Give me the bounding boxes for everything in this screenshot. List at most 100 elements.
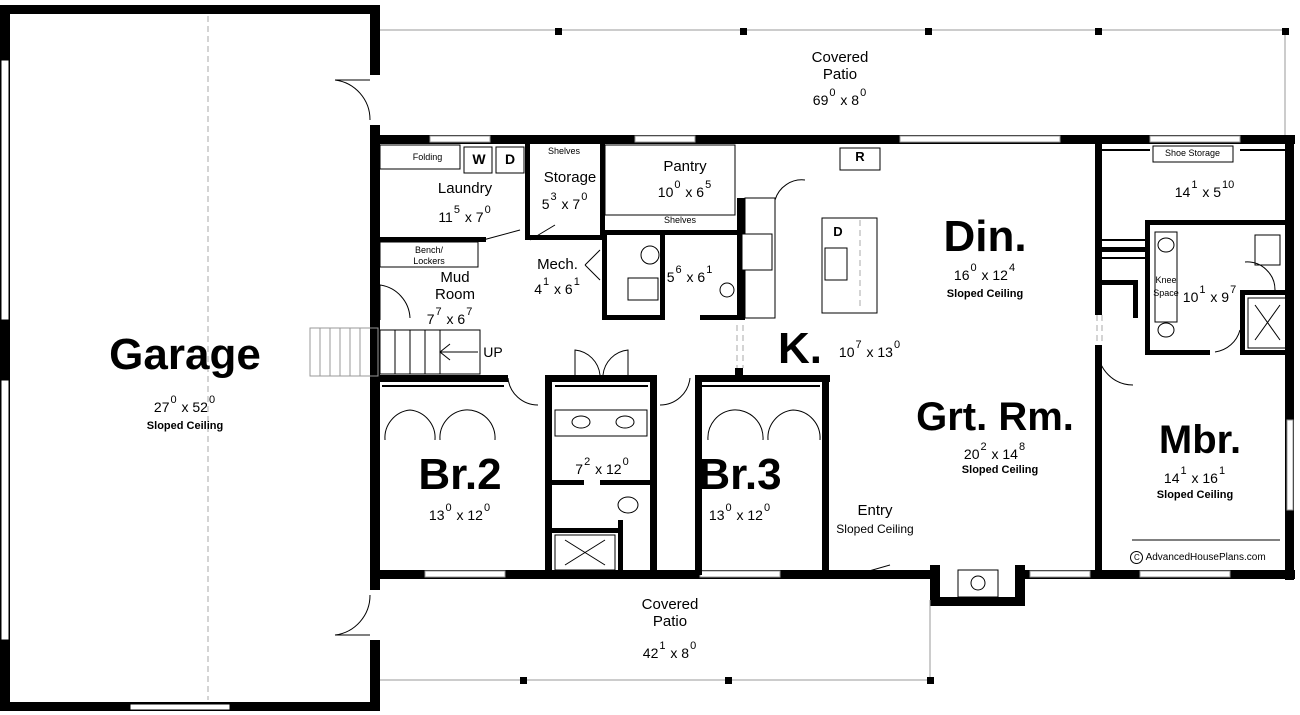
garage-ceiling-note: Sloped Ceiling: [146, 420, 224, 432]
great-room-dimensions: 202 x 148: [963, 441, 1026, 462]
folding-label: Folding: [412, 152, 443, 162]
bedroom-3-depth: 12: [747, 507, 763, 523]
mech-dimensions: 41 x 61: [534, 276, 580, 297]
master-bath-width-in: 1: [1199, 284, 1206, 296]
garage-width: 27: [153, 399, 170, 415]
master-bath-depth: 9: [1221, 289, 1230, 305]
bedroom-2-width: 13: [428, 507, 445, 523]
bench-label-1: Bench/: [414, 245, 444, 255]
dining-label: Din.: [943, 212, 1027, 261]
kitchen-depth-in: 0: [893, 339, 901, 351]
bedroom-2-dimensions: 130 x 120: [428, 502, 491, 523]
master-bedroom-depth-in: 1: [1218, 465, 1226, 477]
master-closet-width-in: 1: [1191, 179, 1198, 191]
entry-ceiling-note: Sloped Ceiling: [836, 522, 914, 536]
bottom-patio: [380, 600, 934, 684]
dining-width-in: 0: [970, 262, 977, 274]
bottom-patio-label-1: Covered: [641, 596, 699, 613]
bedroom-3-depth-in: 0: [763, 502, 771, 514]
mud-room-width: 7: [426, 311, 435, 327]
great-room-width-in: 2: [980, 441, 987, 453]
bottom-patio-width-in: 1: [659, 640, 666, 652]
master-closet-dimensions: 141 x 510: [1174, 179, 1235, 200]
mech-depth-in: 1: [573, 276, 580, 288]
kitchen-width: 10: [838, 344, 855, 360]
bottom-patio-depth-in: 0: [690, 640, 697, 652]
storage-depth-in: 0: [581, 191, 588, 203]
mech-width: 4: [534, 281, 542, 297]
laundry-width: 11: [438, 209, 453, 225]
dining-dimensions: 160 x 124: [953, 262, 1016, 283]
master-bedroom-label: Mbr.: [1158, 418, 1242, 462]
garage-depth-in: 0: [208, 394, 216, 406]
knee-space-label-2: Space: [1153, 288, 1179, 298]
pantry-shelves-label: Shelves: [663, 215, 697, 225]
bottom-patio-width: 42: [642, 645, 659, 661]
stair: [309, 327, 481, 377]
master-bath-dimensions: 101 x 97: [1182, 284, 1237, 305]
great-room-depth: 14: [1002, 446, 1018, 462]
interior-walls: [378, 140, 1290, 575]
bedroom-2-depth-in: 0: [483, 502, 491, 514]
fixtures: [379, 144, 1287, 571]
refrigerator-label: R: [855, 149, 865, 164]
mud-room-label-2: Room: [434, 286, 475, 303]
master-bath-width: 10: [1182, 289, 1199, 305]
bath-2-depth: 12: [606, 461, 622, 477]
half-bath-width-in: 6: [675, 264, 682, 276]
pantry-label: Pantry: [663, 158, 707, 175]
top-patio-label-2: Patio: [822, 66, 858, 83]
dryer-label: D: [504, 151, 516, 167]
master-bedroom-width: 14: [1163, 470, 1180, 486]
bedroom-3-dimensions: 130 x 120: [708, 502, 771, 523]
mud-room-label-1: Mud: [440, 269, 470, 286]
master-bedroom-ceiling-note: Sloped Ceiling: [1156, 489, 1234, 501]
pantry-dimensions: 100 x 65: [657, 179, 712, 200]
master-bedroom-dimensions: 141 x 161: [1163, 465, 1226, 486]
storage-label: Storage: [543, 169, 597, 186]
top-patio-depth: 8: [851, 92, 860, 108]
bath-2-dimensions: 72 x 120: [575, 456, 629, 477]
top-patio-label-1: Covered: [811, 49, 869, 66]
great-room-label: Grt. Rm.: [916, 395, 1074, 439]
dishwasher-label: D: [833, 224, 843, 239]
washer-label: W: [472, 151, 486, 167]
kitchen-depth: 13: [877, 344, 893, 360]
pantry-depth-in: 5: [705, 179, 712, 191]
closet-rods: [382, 149, 1285, 387]
great-room-depth-in: 8: [1018, 441, 1026, 453]
master-closet-depth-in: 10: [1222, 179, 1235, 191]
mech-depth: 6: [564, 281, 573, 297]
storage-shelves-label: Shelves: [547, 146, 581, 156]
entry-label: Entry: [857, 502, 893, 519]
master-bedroom-depth: 16: [1202, 470, 1218, 486]
pantry-depth: 6: [696, 184, 705, 200]
pantry-width-in: 0: [674, 179, 681, 191]
bottom-patio-label-2: Patio: [652, 613, 688, 630]
laundry-label: Laundry: [437, 180, 493, 197]
garage-width-in: 0: [170, 394, 177, 406]
half-bath-depth-in: 1: [706, 264, 713, 276]
dining-width: 16: [953, 267, 970, 283]
laundry-dimensions: 115 x 70: [438, 204, 491, 225]
copyright-icon: C: [1130, 551, 1144, 564]
garage-label: Garage: [109, 330, 261, 379]
doors: [379, 179, 1276, 576]
top-patio-width: 69: [812, 92, 829, 108]
top-patio-depth-in: 0: [860, 87, 867, 99]
mech-width-in: 1: [542, 276, 550, 288]
top-patio-width-in: 0: [829, 87, 836, 99]
mech-label: Mech.: [537, 256, 578, 273]
bedroom-3-width: 13: [708, 507, 725, 523]
master-closet-width: 14: [1174, 184, 1191, 200]
pantry-width: 10: [657, 184, 674, 200]
mud-room-depth: 6: [457, 311, 466, 327]
openings: [736, 220, 1103, 368]
garage-walls: [0, 5, 380, 711]
dining-depth-in: 4: [1008, 262, 1016, 274]
bedroom-2-width-in: 0: [445, 502, 452, 514]
half-bath-width: 5: [666, 269, 675, 285]
master-closet-depth: 5: [1213, 184, 1222, 200]
storage-depth: 7: [572, 196, 581, 212]
copyright-text: AdvancedHousePlans.com: [1145, 552, 1266, 563]
